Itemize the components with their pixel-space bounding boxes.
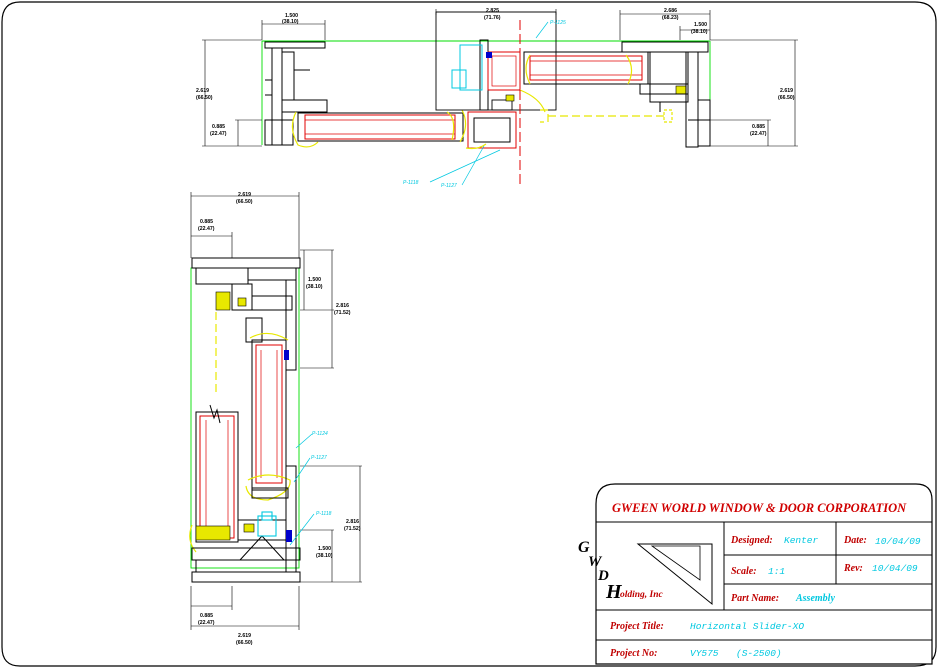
logo-letter-h: H xyxy=(605,581,623,603)
dim-right-height-mm: (66.50) xyxy=(778,95,795,101)
part-name-value: Assembly xyxy=(795,593,835,604)
logo-letter-g: G xyxy=(578,539,590,556)
dim-side-lower-small-mm: (38.10) xyxy=(316,553,333,559)
right-frame-profile xyxy=(621,41,711,148)
top-section-view: 1.500 (38.10) 2.825 (71.76) 2.686 (68.23… xyxy=(196,8,798,189)
dim-right-depth-mm: (22.47) xyxy=(750,131,767,137)
dim-side-top-depth-mm: (22.47) xyxy=(198,226,215,232)
designed-value: Kenter xyxy=(784,535,819,546)
dim-left-depth: 0.885 xyxy=(212,124,225,130)
callout-top-1: P-1125 xyxy=(550,20,566,26)
dim-left-height-mm: (66.50) xyxy=(196,95,213,101)
dim-center-width: 2.825 xyxy=(486,8,499,14)
dim-right-depth: 0.885 xyxy=(752,124,765,130)
project-title-label: Project Title: xyxy=(610,621,664,632)
left-sash-glass xyxy=(291,109,467,148)
title-block: GWEEN WORLD WINDOW & DOOR CORPORATION G … xyxy=(578,483,933,665)
logo-letter-w: W xyxy=(588,554,603,570)
dim-side-lower-total-mm: (71.52) xyxy=(344,526,361,532)
dim-right-height: 2.619 xyxy=(780,88,793,94)
date-value: 10/04/09 xyxy=(875,536,921,547)
dim-side-bottom-depth: 0.885 xyxy=(200,613,213,619)
side-section-view: 2.619 (66.50) 0.885 (22.47) 1.500 (38.10… xyxy=(189,192,362,646)
head-profile xyxy=(191,257,301,371)
dim-side-bottom-width: 2.619 xyxy=(238,633,251,639)
dim-left-depth-mm: (22.47) xyxy=(210,131,227,137)
scale-label: Scale: xyxy=(731,566,757,577)
upper-sash-glass xyxy=(245,332,291,501)
dim-side-upper-small: 1.500 xyxy=(308,277,321,283)
dim-side-upper-total: 2.816 xyxy=(336,303,349,309)
dim-left-height: 2.619 xyxy=(196,88,209,94)
dim-side-top-width: 2.619 xyxy=(238,192,251,198)
dim-left-width-mm: (38.10) xyxy=(282,19,299,25)
sill-profile xyxy=(191,465,301,583)
scale-value: 1:1 xyxy=(768,566,785,577)
dim-side-lower-total: 2.816 xyxy=(346,519,359,525)
callout-side-2: P-1127 xyxy=(311,455,327,461)
dim-right-sub: 1.500 xyxy=(694,22,707,28)
dim-side-top-width-mm: (66.50) xyxy=(236,199,253,205)
dim-side-upper-total-mm: (71.52) xyxy=(334,310,351,316)
company-logo: G W D H olding, Inc xyxy=(578,539,713,606)
dim-left-width: 1.500 xyxy=(285,13,298,19)
top-dimension-lines xyxy=(202,9,798,147)
dim-side-bottom-depth-mm: (22.47) xyxy=(198,620,215,626)
callout-top-2: P-1118 xyxy=(403,180,419,186)
date-label: Date: xyxy=(843,535,867,546)
dim-right-width-mm: (68.23) xyxy=(662,15,679,21)
dim-right-width: 2.686 xyxy=(664,8,677,14)
project-no-value: VY575 xyxy=(690,648,719,659)
right-sash-glass xyxy=(523,51,687,123)
rev-value: 10/04/09 xyxy=(872,563,918,574)
designed-label: Designed: xyxy=(730,535,773,546)
callout-top-3: P-1127 xyxy=(441,183,457,189)
dim-side-lower-small: 1.500 xyxy=(318,546,331,552)
dim-center-width-mm: (71.76) xyxy=(484,15,501,21)
lower-sash-glass xyxy=(189,404,239,553)
dim-side-bottom-width-mm: (66.50) xyxy=(236,640,253,646)
center-interlock xyxy=(435,11,557,185)
company-name: GWEEN WORLD WINDOW & DOOR CORPORATION xyxy=(612,501,907,515)
project-title-value: Horizontal Slider-XO xyxy=(690,621,804,632)
project-no-extra: (S-2500) xyxy=(736,648,782,659)
dim-side-upper-small-mm: (38.10) xyxy=(306,284,323,290)
callout-side-1: P-1124 xyxy=(312,431,328,437)
logo-letter-d: D xyxy=(597,568,609,584)
part-name-label: Part Name: xyxy=(731,593,779,604)
project-no-label: Project No: xyxy=(610,648,658,659)
logo-subtext: olding, Inc xyxy=(620,590,664,600)
dim-side-top-depth: 0.885 xyxy=(200,219,213,225)
left-frame-profile xyxy=(264,41,328,146)
dim-right-sub-mm: (38.10) xyxy=(691,29,708,35)
rev-label: Rev: xyxy=(843,563,863,574)
side-dimension-lines xyxy=(190,192,362,630)
callout-side-3: P-1118 xyxy=(316,511,332,517)
